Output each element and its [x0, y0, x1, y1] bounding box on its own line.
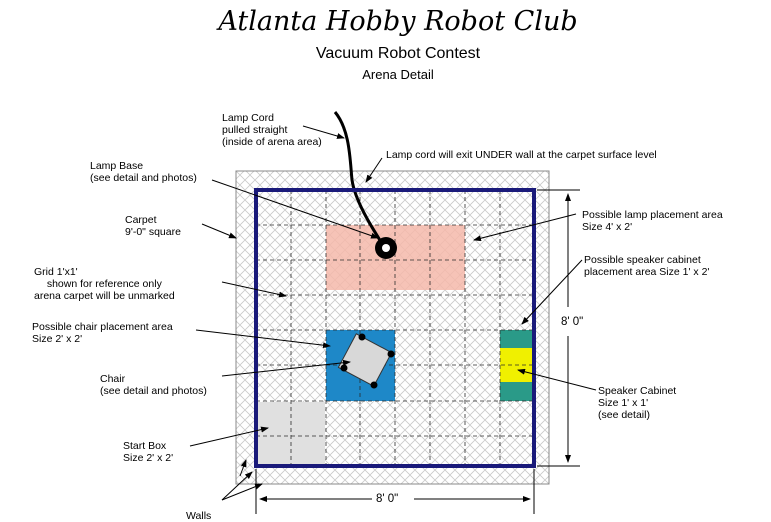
lamp-base: [375, 237, 397, 259]
dimension-horizontal: [255, 469, 535, 514]
walls-label: Walls: [186, 510, 212, 522]
chair: [337, 333, 395, 389]
lamp-cord-exit-label: Lamp cord will exit UNDER wall at the ca…: [386, 149, 657, 161]
arena-walls: [254, 188, 536, 468]
lamp-base-label: Lamp Base(see detail and photos): [90, 160, 197, 184]
start-box: [258, 402, 325, 466]
page-subtitle: Vacuum Robot Contest: [315, 45, 481, 62]
lamp-cord: [333, 111, 387, 249]
page-title: Atlanta Hobby Robot Club: [218, 6, 578, 37]
dimension-vertical-label: 8' 0": [561, 316, 584, 328]
dimension-vertical: [537, 189, 580, 467]
leader-lines: [189, 125, 597, 501]
dimension-horizontal-label: 8' 0": [376, 493, 399, 505]
chair-label: Chair(see detail and photos): [100, 373, 207, 397]
reference-grid: [256, 190, 534, 466]
page-subtitle-detail: Arena Detail: [362, 67, 434, 82]
lamp-placement-area: [326, 225, 465, 290]
